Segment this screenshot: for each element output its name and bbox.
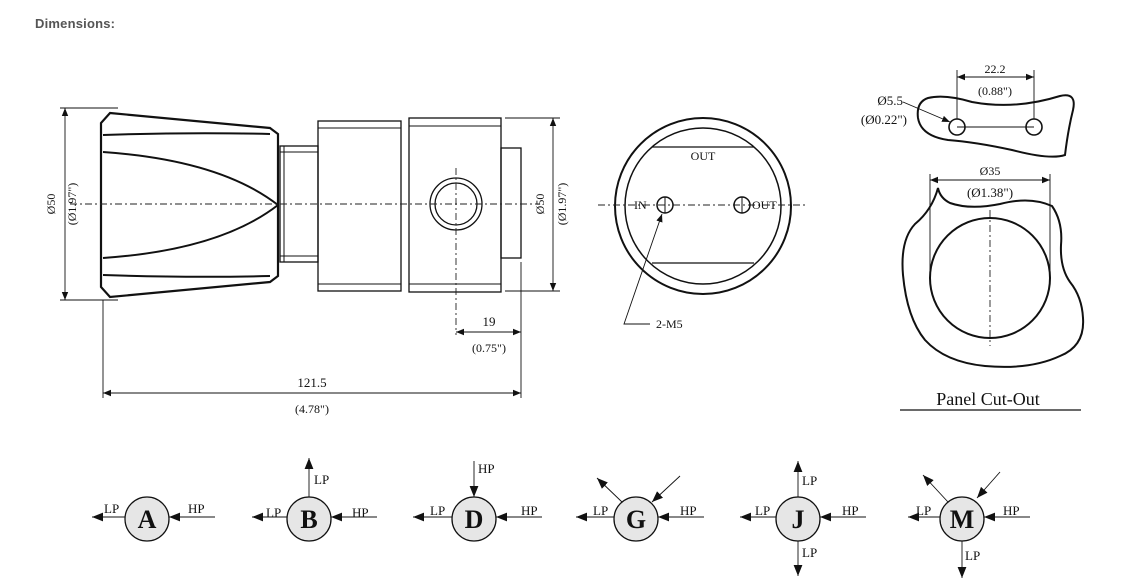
- page-heading: Dimensions:: [35, 16, 116, 31]
- thread-label: 2-M5: [656, 317, 683, 331]
- port-d-left-label: LP: [430, 503, 445, 518]
- panel-tab-outline: [916, 94, 1075, 158]
- panel-cutout: 22.2 (0.88") Ø5.5 (Ø0.22") Ø35 (Ø1.38") …: [861, 62, 1085, 411]
- port-letter-a: A: [138, 505, 157, 534]
- end-view-outer-circle: [614, 117, 792, 295]
- knob-groove-lower: [102, 204, 279, 259]
- hole-diameter-mm: Ø5.5: [877, 93, 903, 108]
- body-height-mm: Ø50: [533, 194, 547, 215]
- port-d-top-label: HP: [478, 461, 495, 476]
- port-a-left-label: LP: [104, 501, 119, 516]
- length-in: (4.78"): [295, 402, 329, 416]
- in-port-label: IN: [634, 198, 647, 212]
- port-b-left-label: LP: [266, 505, 281, 520]
- panel-cutout-title: Panel Cut-Out: [936, 389, 1040, 409]
- port-m-bottom-label: LP: [965, 548, 980, 563]
- knob-outline: [99, 111, 280, 299]
- port-config-j: J LP HP LP LP: [740, 461, 866, 576]
- port-letter-m: M: [950, 505, 975, 534]
- port-config-g: G LP HP: [576, 475, 704, 542]
- port-m-left-label: LP: [916, 503, 931, 518]
- port-config-row: A LP HP B LP HP LP D LP HP HP: [92, 458, 1030, 578]
- body-height-in: (Ø1.97"): [555, 183, 569, 226]
- port-offset-in: (0.75"): [472, 341, 506, 355]
- port-config-a: A LP HP: [92, 496, 215, 542]
- port-j-top-label: LP: [802, 473, 817, 488]
- end-view: OUT IN OUT 2-M5: [598, 117, 808, 331]
- port-j-bottom-label: LP: [802, 545, 817, 560]
- end-top-out-label: OUT: [691, 149, 716, 163]
- port-j-right-label: HP: [842, 503, 859, 518]
- end-view-inner-circle: [624, 127, 782, 285]
- bore-diameter-in: (Ø1.38"): [967, 185, 1013, 200]
- side-height-in: (Ø1.97"): [65, 183, 79, 226]
- port-d-right-label: HP: [521, 503, 538, 518]
- out-port-label: OUT: [752, 198, 777, 212]
- length-mm: 121.5: [297, 375, 326, 390]
- port-config-m: M LP HP LP: [908, 471, 1030, 578]
- side-view: Ø50 (Ø1.97") Ø50 (Ø1.97") 19 (0.75") 121…: [44, 107, 569, 416]
- port-m-right-label: HP: [1003, 503, 1020, 518]
- port-config-b: B LP HP LP: [252, 458, 377, 542]
- port-letter-b: B: [300, 505, 317, 534]
- port-g-right-label: HP: [680, 503, 697, 518]
- hole-spacing-in: (0.88"): [978, 84, 1012, 98]
- bonnet-body: [317, 120, 402, 292]
- knob-groove-upper: [102, 151, 279, 206]
- port-b-top-label: LP: [314, 472, 329, 487]
- bore-diameter-mm: Ø35: [980, 164, 1001, 178]
- bottom-cap: [500, 147, 522, 259]
- panel-body-outline: [901, 187, 1085, 368]
- port-offset-mm: 19: [483, 314, 496, 329]
- port-config-d: D LP HP HP: [413, 461, 542, 542]
- knob-groove-bottom: [102, 274, 271, 278]
- hole-spacing-mm: 22.2: [985, 62, 1006, 76]
- port-letter-g: G: [626, 505, 646, 534]
- port-letter-j: J: [792, 505, 805, 534]
- knob-groove-top: [102, 132, 271, 136]
- side-height-mm: Ø50: [44, 194, 58, 215]
- port-j-left-label: LP: [755, 503, 770, 518]
- port-letter-d: D: [465, 505, 484, 534]
- regulator-body: [408, 117, 502, 293]
- port-g-left-label: LP: [593, 503, 608, 518]
- port-b-right-label: HP: [352, 505, 369, 520]
- hole-diameter-in: (Ø0.22"): [861, 112, 907, 127]
- port-a-right-label: HP: [188, 501, 205, 516]
